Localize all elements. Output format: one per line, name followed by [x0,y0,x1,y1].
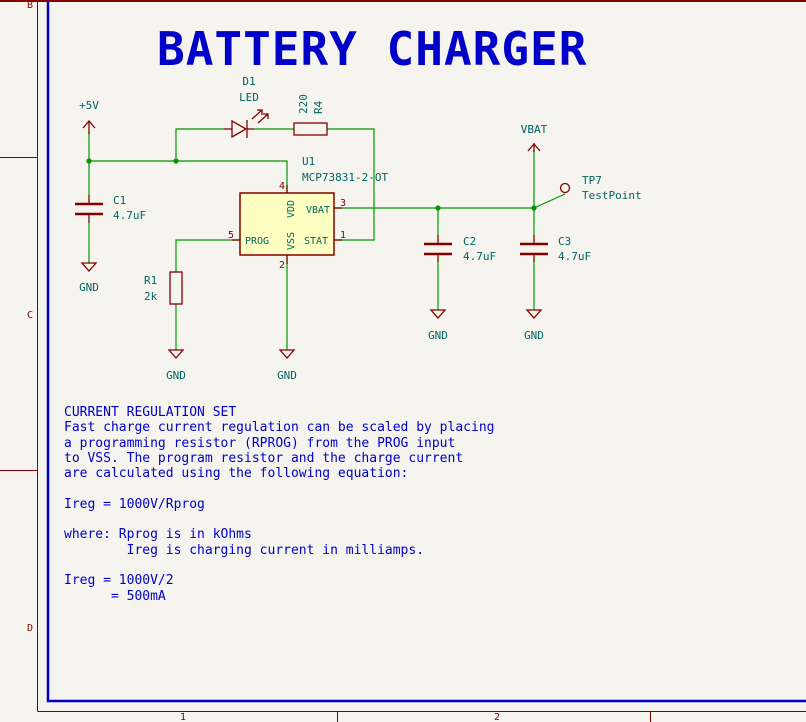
row-label-b: B [27,0,33,11]
c2-ref: C2 [463,235,476,248]
pin-name-vbat: VBAT [306,205,330,216]
col-label-1: 1 [180,712,186,722]
note-line: Ireg = 1000V/Rprog [64,496,205,512]
d1-value: LED [239,91,259,104]
pin-num-vss: 2 [279,260,285,271]
d1-ref: D1 [242,75,255,88]
gnd-label-u1: GND [277,369,297,382]
resistor-r4-icon[interactable] [293,122,328,136]
top-edge [0,0,806,2]
current-regulation-note: CURRENT REGULATION SET Fast charge curre… [64,405,494,604]
r4-ref: R4 [312,100,325,114]
gnd-icon-c2 [429,309,447,319]
c3-ref: C3 [558,235,571,248]
power-label-vbat: VBAT [521,123,548,136]
r1-value: 2k [144,290,158,303]
gnd-icon-c3 [525,309,543,319]
tp7-value: TestPoint [582,189,642,202]
power-flag-5v[interactable] [82,120,96,134]
u1-ref: U1 [302,155,315,168]
c3-value: 4.7uF [558,250,591,263]
note-heading: CURRENT REGULATION SET [64,405,237,420]
gnd-icon-r1 [167,349,185,359]
gnd-label-c2: GND [428,329,448,342]
pin-num-stat: 1 [340,230,346,241]
c2-value: 4.7uF [463,250,496,263]
r1-ref: R1 [144,274,157,287]
capacitor-c2-icon[interactable] [424,242,452,256]
note-line: to VSS. The program resistor and the cha… [64,450,464,466]
gnd-label-c3: GND [524,329,544,342]
note-line: a programming resistor (RPROG) from the … [64,435,456,451]
row-label-c: C [27,310,33,321]
sheet-border [46,0,806,703]
test-point-tp7-icon[interactable] [559,182,571,194]
gnd-label-r1: GND [166,369,186,382]
sheet-title: BATTERY CHARGER [157,22,588,76]
gnd-icon-c1 [80,262,98,272]
capacitor-c1-icon[interactable] [75,202,103,216]
capacitor-c3-icon[interactable] [520,242,548,256]
note-line: = 500mA [64,588,166,604]
r4-value: 220 [297,94,310,114]
pin-name-stat: STAT [304,236,328,247]
tp7-ref: TP7 [582,174,602,187]
power-flag-vbat[interactable] [527,143,541,152]
resistor-r1-icon[interactable] [169,271,183,305]
note-line: Ireg = 1000V/2 [64,573,174,589]
pin-name-prog: PROG [245,236,269,247]
pin-num-vbat: 3 [340,198,346,209]
gnd-icon-u1 [278,349,296,359]
power-label-5v: +5V [79,99,99,112]
pin-num-prog: 5 [228,230,234,241]
c1-value: 4.7uF [113,209,146,222]
c1-ref: C1 [113,194,126,207]
note-line: are calculated using the following equat… [64,466,409,482]
gnd-label-c1: GND [79,281,99,294]
pin-name-vss: VSS [286,232,297,250]
pin-num-vdd: 4 [279,181,285,192]
u1-value: MCP73831-2-OT [302,171,388,184]
note-line: Fast charge current regulation can be sc… [64,420,495,436]
note-line: Ireg is charging current in milliamps. [64,542,425,558]
led-d1-icon[interactable] [224,109,269,139]
note-line: where: Rprog is in kOhms [64,527,252,543]
pin-name-vdd: VDD [286,200,297,218]
row-label-d: D [27,623,33,634]
wires [88,128,566,350]
col-label-2: 2 [494,712,500,722]
ic-u1-body[interactable] [239,192,335,256]
junctions [86,158,537,211]
